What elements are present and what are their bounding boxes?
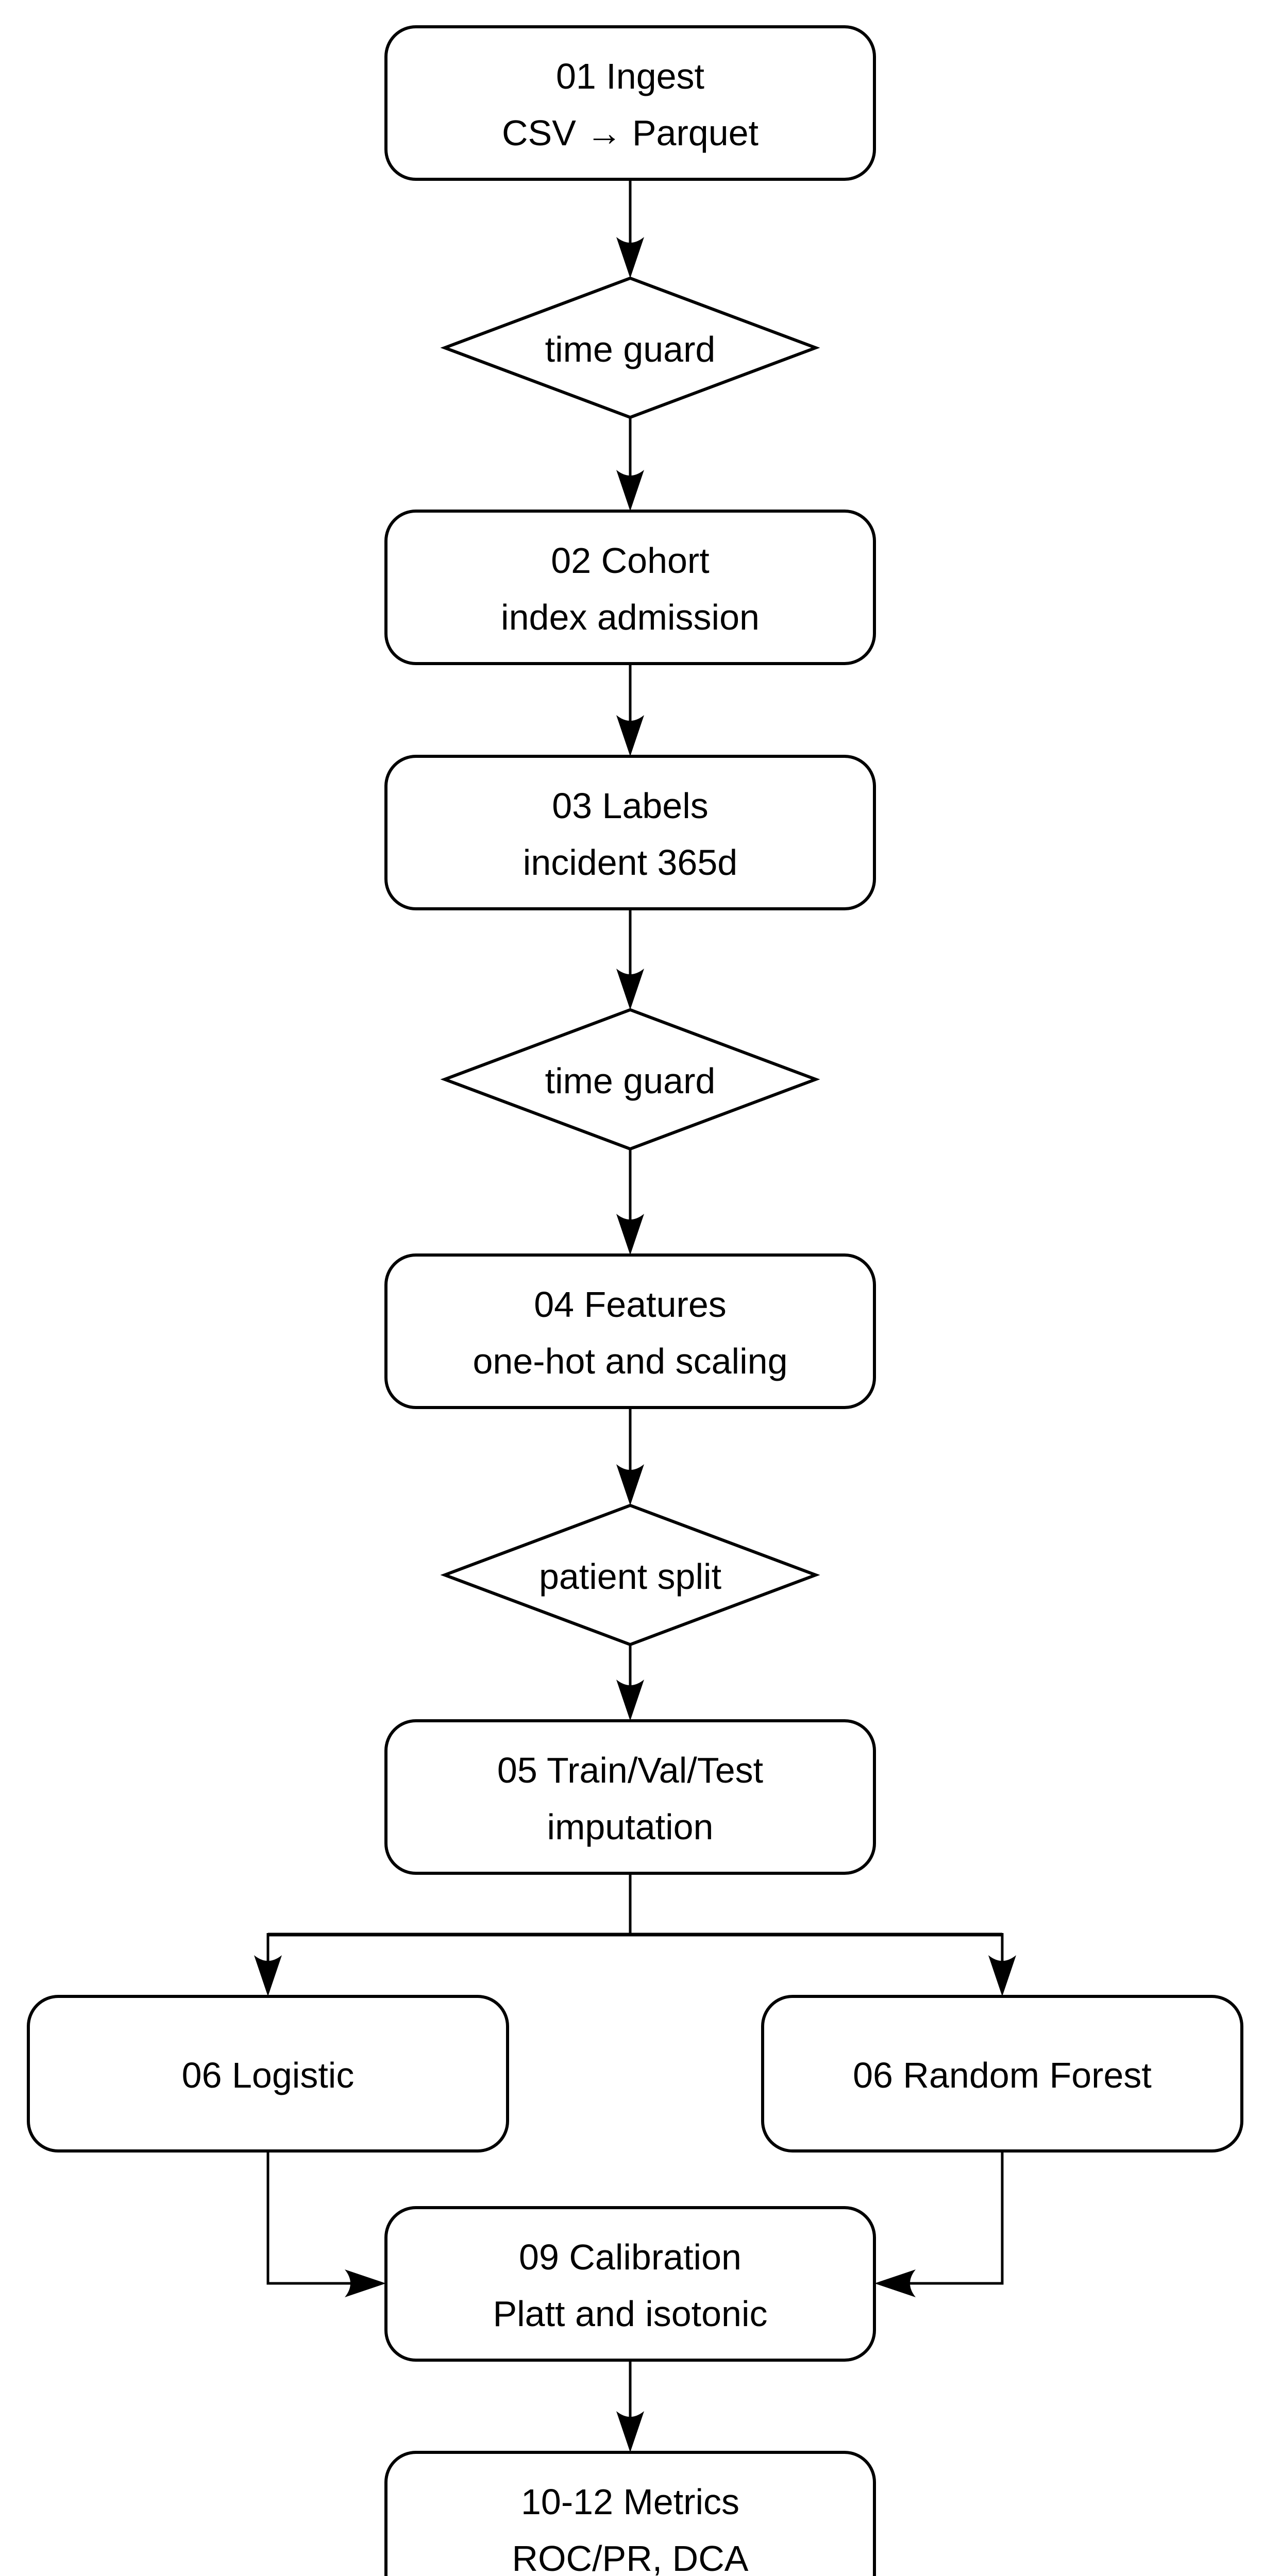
node-logistic-label: 06 Logistic <box>182 2055 355 2095</box>
arrowhead-down-icon <box>988 1955 1016 1996</box>
node-time-guard-1-shape <box>440 276 820 419</box>
arrowhead-down-icon <box>254 1955 282 1996</box>
node-metrics-line1: 10-12 Metrics <box>521 2482 739 2522</box>
node-metrics-line2: ROC/PR, DCA <box>512 2538 749 2576</box>
arrowhead-down-icon <box>616 1680 644 1721</box>
arrowhead-down-icon <box>616 2411 644 2452</box>
node-metrics: 10-12 Metrics ROC/PR, DCA <box>384 2451 876 2576</box>
node-train-val-test: 05 Train/Val/Test imputation <box>384 1719 876 1875</box>
arrowhead-down-icon <box>616 1464 644 1505</box>
node-calibration-shape <box>384 2206 876 2362</box>
node-random-forest: 06 Random Forest <box>761 1995 1243 2153</box>
node-labels-line2: incident 365d <box>523 842 737 883</box>
node-train-val-test-line2: imputation <box>547 1807 714 1847</box>
node-time-guard-2: time guard <box>440 1008 820 1151</box>
node-features: 04 Features one-hot and scaling <box>384 1253 876 1409</box>
node-features-shape <box>384 1253 876 1409</box>
node-random-forest-label: 06 Random Forest <box>853 2055 1152 2095</box>
node-patient-split-label: patient split <box>539 1556 721 1597</box>
arrowhead-down-icon <box>616 470 644 511</box>
node-cohort-line1: 02 Cohort <box>551 540 709 581</box>
arrowhead-left-icon <box>874 2269 916 2297</box>
node-calibration-line1: 09 Calibration <box>519 2237 741 2277</box>
node-cohort: 02 Cohort index admission <box>384 510 876 665</box>
node-random-forest-shape <box>761 1995 1243 2153</box>
node-calibration-line2: Platt and isotonic <box>493 2294 767 2334</box>
edges <box>254 179 1016 2452</box>
node-features-line1: 04 Features <box>534 1284 727 1325</box>
node-labels-shape <box>384 755 876 910</box>
node-labels-line1: 03 Labels <box>552 786 709 826</box>
arrowhead-down-icon <box>616 715 644 756</box>
node-metrics-shape <box>384 2451 876 2576</box>
arrowhead-down-icon <box>616 237 644 278</box>
node-cohort-line2: index admission <box>501 597 760 637</box>
nodes: 01 Ingest CSV → Parquet time guard 02 Co… <box>27 25 1243 2576</box>
node-patient-split: patient split <box>440 1503 820 1647</box>
edge-random-forest-to-calibration <box>904 2151 1004 2285</box>
node-train-val-test-shape <box>384 1719 876 1875</box>
node-calibration: 09 Calibration Platt and isotonic <box>384 2206 876 2362</box>
arrowhead-down-icon <box>616 969 644 1010</box>
arrowhead-down-icon <box>616 1214 644 1255</box>
node-patient-split-shape <box>440 1503 820 1647</box>
node-time-guard-1-label: time guard <box>545 329 716 369</box>
node-ingest-shape <box>384 25 876 181</box>
edge-logistic-to-calibration <box>266 2151 356 2285</box>
node-ingest-line2: CSV → Parquet <box>502 113 759 153</box>
arrowhead-right-icon <box>345 2269 386 2297</box>
node-ingest: 01 Ingest CSV → Parquet <box>384 25 876 181</box>
node-ingest-line1: 01 Ingest <box>556 56 704 96</box>
node-time-guard-2-label: time guard <box>545 1061 716 1101</box>
node-time-guard-2-shape <box>440 1008 820 1151</box>
node-logistic-shape <box>27 1995 509 2153</box>
node-labels: 03 Labels incident 365d <box>384 755 876 910</box>
node-train-val-test-line1: 05 Train/Val/Test <box>497 1750 763 1790</box>
node-features-line2: one-hot and scaling <box>473 1341 788 1381</box>
node-cohort-shape <box>384 510 876 665</box>
node-time-guard-1: time guard <box>440 276 820 419</box>
node-logistic: 06 Logistic <box>27 1995 509 2153</box>
